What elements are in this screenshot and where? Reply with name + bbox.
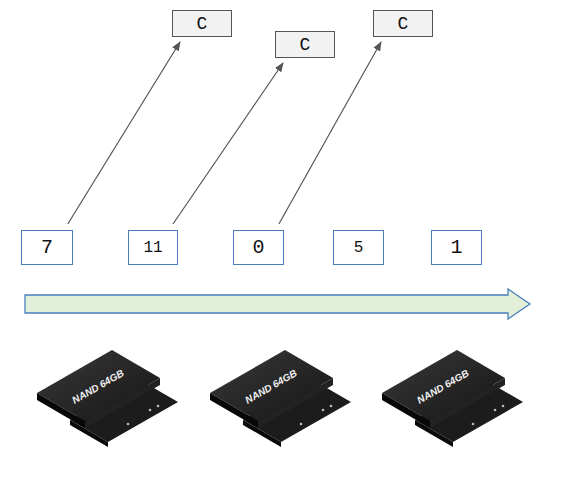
- value-box: 1: [431, 230, 482, 265]
- flow-arrow: [25, 289, 530, 319]
- node-text: 0: [252, 238, 264, 258]
- node-text: 7: [41, 238, 53, 258]
- pointer-arrow: [68, 42, 180, 224]
- node-text: C: [300, 36, 311, 54]
- node-text: 11: [143, 240, 162, 256]
- node-text: 5: [354, 240, 364, 256]
- pointer-arrow: [279, 42, 381, 224]
- value-box: 0: [233, 230, 284, 265]
- register-box: C: [373, 10, 433, 37]
- value-box: 11: [128, 230, 178, 265]
- register-box: C: [172, 10, 232, 37]
- node-text: C: [398, 15, 409, 33]
- value-box: 5: [333, 230, 384, 265]
- pointer-arrow: [173, 63, 283, 224]
- node-text: C: [197, 15, 208, 33]
- nand-chips: [37, 350, 523, 447]
- node-text: 1: [450, 238, 462, 258]
- value-box: 7: [21, 230, 73, 265]
- register-box: C: [275, 31, 335, 58]
